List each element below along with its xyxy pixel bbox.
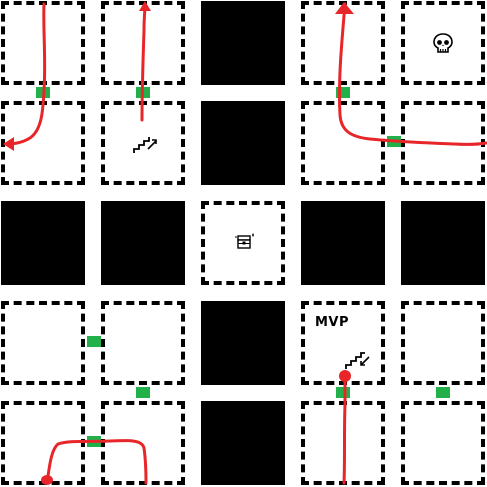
- mvp-label: MVP: [315, 315, 350, 330]
- wall-block: [301, 201, 385, 285]
- stairs-down-icon: [343, 345, 371, 373]
- room-cell: [1, 1, 85, 85]
- room-cell: [1, 301, 85, 385]
- wall-block: [201, 101, 285, 185]
- door: [136, 87, 150, 98]
- door: [387, 136, 401, 147]
- room-cell: [401, 401, 485, 485]
- room-cell: [101, 401, 185, 485]
- wall-block: [201, 401, 285, 485]
- wall-block: [1, 201, 85, 285]
- skull-icon: [429, 29, 457, 57]
- door: [436, 387, 450, 398]
- door: [36, 87, 50, 98]
- door: [87, 336, 101, 347]
- room-cell: [401, 101, 485, 185]
- wall-block: [401, 201, 485, 285]
- room-cell: [1, 401, 85, 485]
- room-cell: [1, 101, 85, 185]
- door: [136, 387, 150, 398]
- room-cell: [101, 101, 185, 185]
- room-cell: [301, 101, 385, 185]
- wall-block: [201, 1, 285, 85]
- door: [87, 436, 101, 447]
- wall-block: [101, 201, 185, 285]
- wall-block: [201, 301, 285, 385]
- door: [336, 387, 350, 398]
- door: [336, 87, 350, 98]
- room-cell: [101, 1, 185, 85]
- room-cell: [301, 401, 385, 485]
- treasure-chest-icon: [231, 227, 259, 255]
- room-cell: [301, 1, 385, 85]
- room-cell: [101, 301, 185, 385]
- room-cell: [401, 301, 485, 385]
- stairs-up-icon: [131, 129, 159, 157]
